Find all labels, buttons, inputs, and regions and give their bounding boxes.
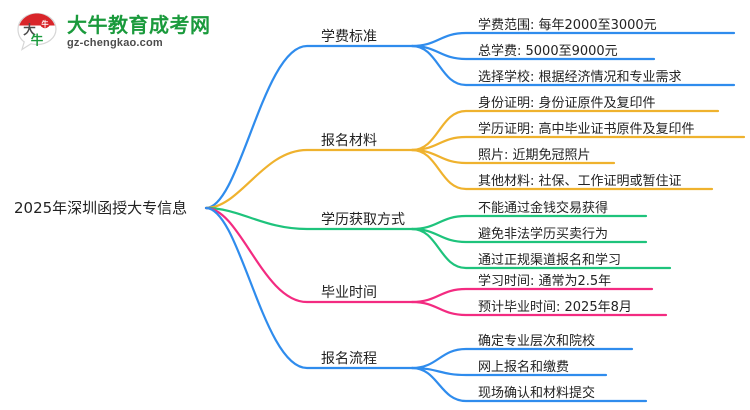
connector-path: [204, 148, 414, 210]
site-logo[interactable]: 牛 大 牛 大牛教育成考网 gz-chengkao.com: [14, 8, 210, 56]
leaf-node-label-2-1: 身份证明: 身份证原件及复印件: [478, 96, 656, 111]
logo-site-name: 大牛教育成考网: [67, 13, 211, 37]
root-node-label: 2025年深圳函授大专信息: [14, 199, 188, 217]
branch-node-label-5: 报名流程: [321, 351, 377, 367]
logo-site-url: gz-chengkao.com: [67, 37, 163, 49]
connector-path: [204, 44, 414, 210]
logo-text-block: 大牛教育成考网 gz-chengkao.com: [67, 15, 211, 49]
branch-node-label-3: 学历获取方式: [321, 212, 405, 228]
svg-text:大: 大: [23, 22, 36, 37]
connector-path: [204, 206, 414, 231]
leaf-node-label-2-2: 学历证明: 高中毕业证书原件及复印件: [478, 122, 695, 137]
leaf-node-label-5-1: 确定专业层次和院校: [478, 334, 596, 349]
svg-text:牛: 牛: [31, 33, 44, 48]
leaf-node-label-3-1: 不能通过金钱交易获得: [478, 201, 609, 216]
leaf-node-label-4-2: 预计毕业时间: 2025年8月: [478, 300, 632, 315]
leaf-node-label-5-3: 现场确认和材料提交: [478, 386, 596, 401]
leaf-node-label-3-3: 通过正规渠道报名和学习: [478, 253, 622, 268]
connector-path: [410, 366, 648, 403]
branch-node-label-1: 学费标准: [321, 29, 377, 45]
connector-path: [204, 206, 414, 370]
leaf-node-label-5-2: 网上报名和缴费: [478, 360, 570, 375]
leaf-node-label-1-1: 学费范围: 每年2000至3000元: [478, 18, 657, 33]
leaf-node-label-2-4: 其他材料: 社保、工作证明或暂住证: [478, 174, 682, 189]
leaf-node-label-1-3: 选择学校: 根据经济情况和专业需求: [478, 70, 682, 85]
leaf-node-label-2-3: 照片: 近期免冠照片: [478, 148, 591, 163]
connector-path: [410, 148, 714, 191]
connector-path: [204, 206, 414, 304]
leaf-node-label-1-2: 总学费: 5000至9000元: [478, 44, 618, 59]
branch-node-label-2: 报名材料: [321, 133, 377, 149]
branch-node-label-4: 毕业时间: [321, 285, 377, 301]
connector-path: [410, 44, 736, 87]
leaf-node-label-3-2: 避免非法学历买卖行为: [478, 227, 609, 242]
svg-text:牛: 牛: [41, 20, 48, 29]
connector-path: [410, 300, 668, 317]
connector-path: [410, 227, 672, 270]
leaf-node-label-4-1: 学习时间: 通常为2.5年: [478, 274, 612, 289]
bull-speech-bubble-logo-icon: 牛 大 牛: [14, 10, 60, 54]
